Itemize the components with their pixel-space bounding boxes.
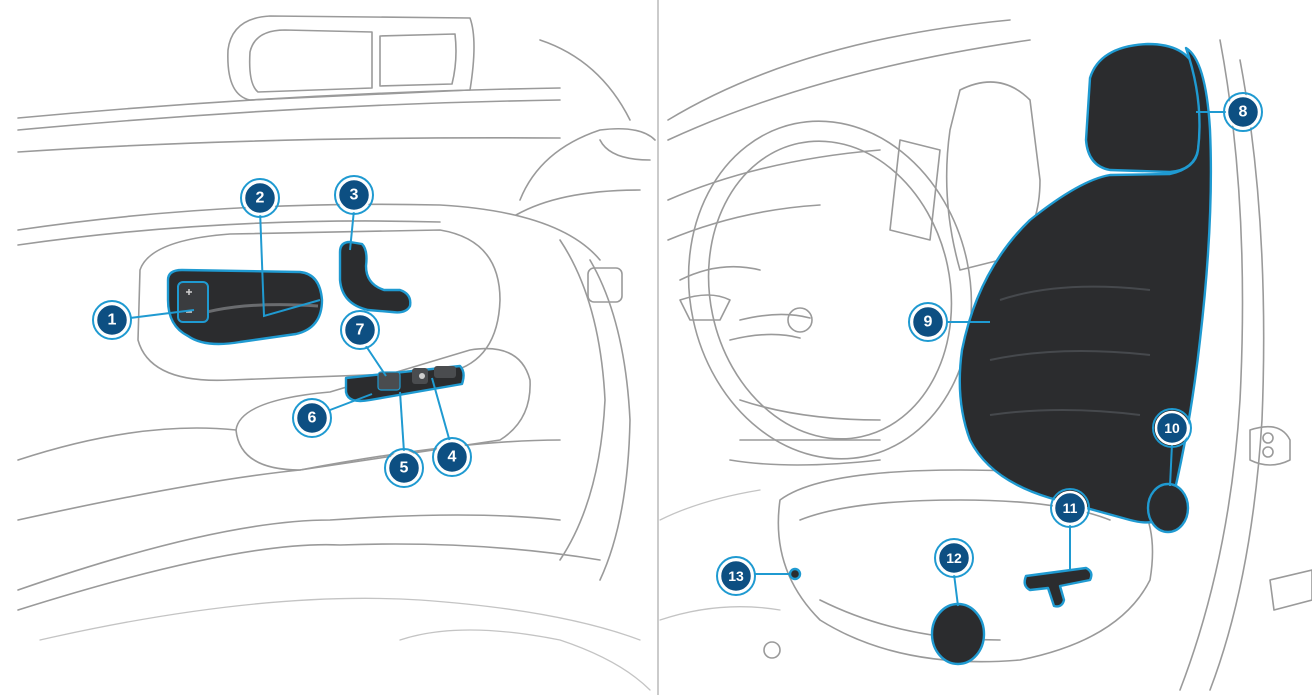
callout-7-label: 7: [356, 322, 365, 339]
floor-control[interactable]: [788, 567, 802, 581]
seat-height-lever[interactable]: [1023, 566, 1093, 608]
callout-2-label: 2: [256, 190, 265, 207]
callout-9-label: 9: [924, 314, 933, 331]
window-switch[interactable]: [434, 366, 456, 378]
door-panel-illustration: [17, 15, 656, 691]
lock-buttons[interactable]: [177, 281, 209, 323]
callout-8: 8: [1223, 92, 1263, 132]
callout-13-label: 13: [728, 568, 744, 584]
callout-13: 13: [716, 556, 756, 596]
seat-illustration: [659, 19, 1312, 691]
callout-12-label: 12: [946, 550, 962, 566]
callout-3-label: 3: [350, 187, 359, 204]
callout-4-label: 4: [448, 449, 457, 466]
callout-7: 7: [340, 310, 380, 350]
seat-fore-aft-knob[interactable]: [930, 602, 986, 666]
callout-10: 10: [1152, 408, 1192, 448]
callout-4: 4: [432, 437, 472, 477]
callout-5-label: 5: [400, 460, 409, 477]
mirror-adjust-switch[interactable]: [377, 371, 401, 391]
callout-1: 1: [92, 300, 132, 340]
callout-12: 12: [934, 538, 974, 578]
callout-6-label: 6: [308, 410, 317, 427]
callout-10-label: 10: [1164, 420, 1180, 436]
callout-1-label: 1: [108, 312, 117, 329]
callout-8-label: 8: [1239, 104, 1248, 121]
callout-5: 5: [384, 448, 424, 488]
callout-11-label: 11: [1063, 500, 1078, 516]
callout-9: 9: [908, 302, 948, 342]
callout-11: 11: [1050, 488, 1090, 528]
callout-6: 6: [292, 398, 332, 438]
leader-lines: [129, 111, 1228, 607]
seat-backrest[interactable]: [958, 46, 1213, 524]
head-restraint[interactable]: [1084, 42, 1202, 174]
callout-2: 2: [240, 178, 280, 218]
backrest-adjust-knob[interactable]: [1146, 482, 1190, 534]
callout-3: 3: [334, 175, 374, 215]
seat-adjust-switch[interactable]: [338, 240, 412, 314]
